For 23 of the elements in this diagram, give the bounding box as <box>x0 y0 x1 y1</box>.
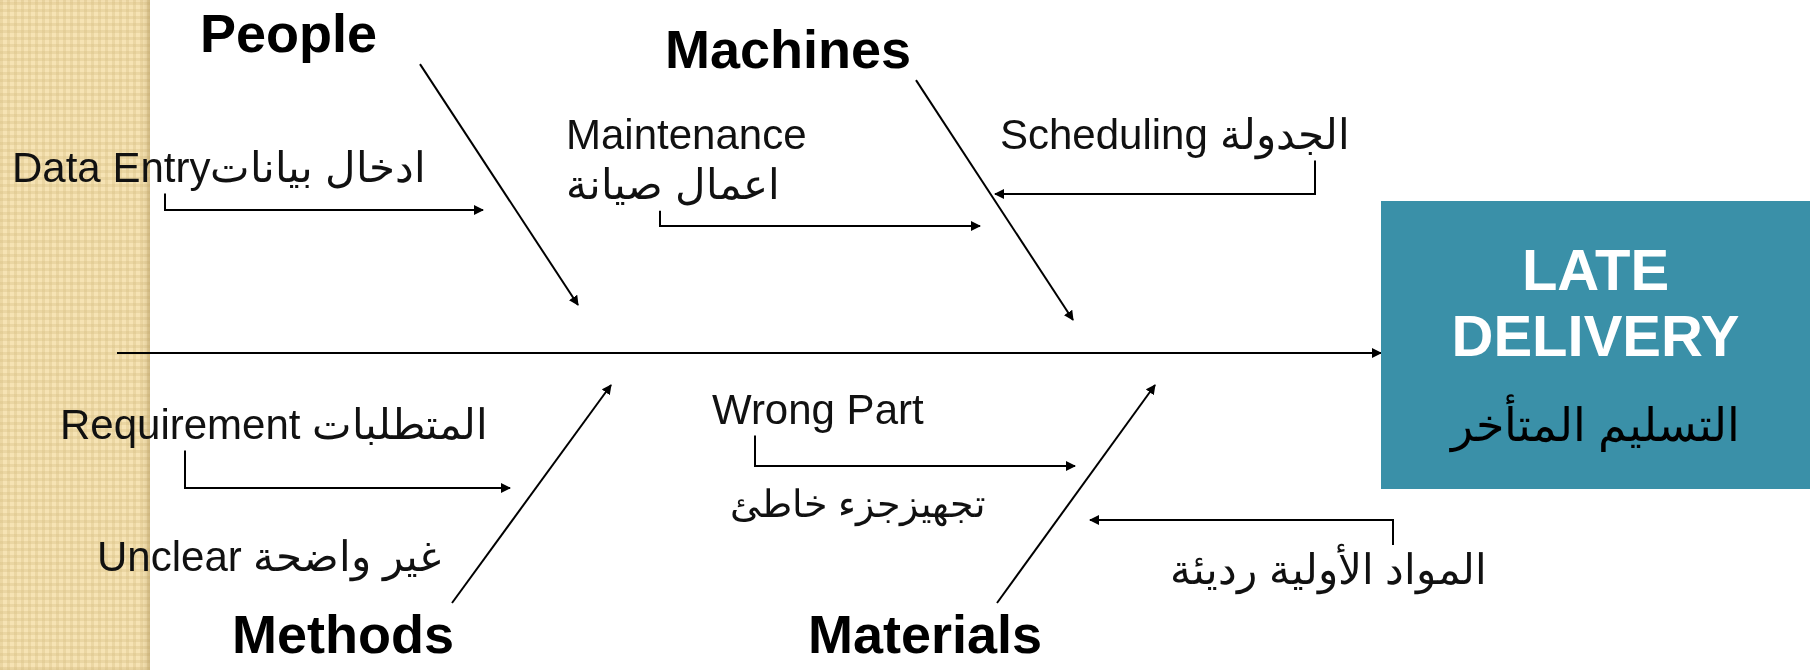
cause-text: Scheduling الجدولة <box>1000 110 1350 161</box>
category-label: Materials <box>808 603 1043 666</box>
cause-subtext: Unclear غير واضحة <box>97 532 442 583</box>
category-label: People <box>200 2 378 65</box>
arrow <box>184 449 511 493</box>
cause-text: المواد الأولية رديئة <box>1170 545 1488 596</box>
bone-arrow <box>915 79 1074 321</box>
category-label: Machines <box>665 18 912 81</box>
bone-arrow <box>451 384 612 604</box>
arrow <box>1089 515 1394 546</box>
arrow <box>754 434 1076 471</box>
spine-arrow <box>116 348 1382 358</box>
bone-arrow <box>419 63 579 306</box>
arrow <box>994 159 1316 199</box>
bone-arrow <box>996 384 1156 604</box>
cause-text: اعمال صيانة <box>566 160 781 211</box>
cause-text: Maintenance <box>566 110 807 160</box>
effect-box <box>1381 201 1810 489</box>
arrow <box>659 209 981 231</box>
cause-subtext: تجهيزجزء خاطئ <box>730 482 986 528</box>
effect-title: LATE DELIVERY <box>1450 236 1741 371</box>
category-label: Methods <box>232 603 454 666</box>
arrow <box>164 192 484 215</box>
